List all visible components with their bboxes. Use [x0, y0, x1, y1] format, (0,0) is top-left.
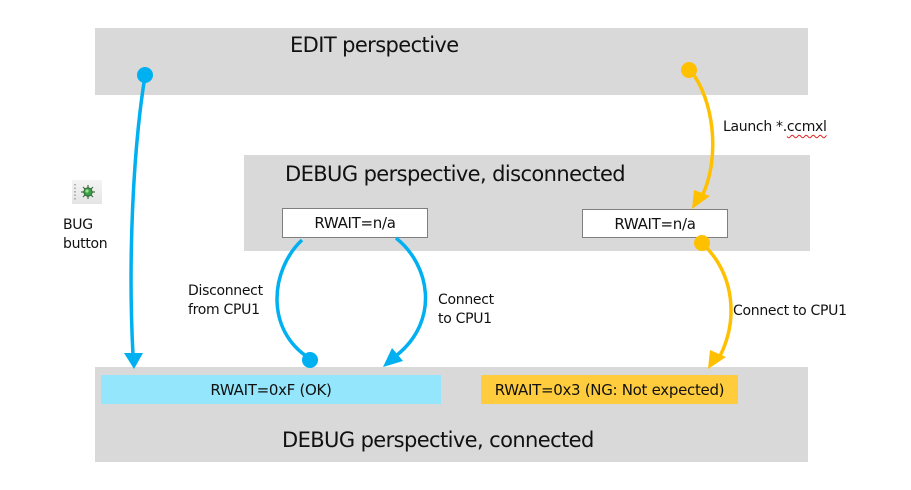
rwait-box-connected-ng: RWAIT=0x3 (NG: Not expected) [481, 375, 738, 404]
launch-flow-start-dot [681, 62, 697, 78]
disconnect-label: Disconnect from CPU1 [188, 282, 263, 320]
launch-flow-arrow [681, 62, 715, 209]
disconnect-label-line2: from CPU1 [188, 302, 260, 318]
connect-flow-arrowhead-left [383, 348, 403, 367]
connect-flow-arrowhead-right [708, 350, 726, 369]
connect-flow-right-start-dot [694, 235, 710, 251]
launch-ccmxl-label: Launch *.ccmxl [723, 118, 827, 137]
launch-label-extension: ccmxl [786, 119, 827, 135]
debug-disconnected-title: DEBUG perspective, disconnected [285, 162, 626, 186]
bug-button-flow-arrow [124, 67, 153, 369]
connect-label-right: Connect to CPU1 [733, 303, 847, 319]
rwait-box-connected-ok: RWAIT=0xF (OK) [101, 375, 441, 404]
edit-perspective-title: EDIT perspective [290, 33, 459, 57]
connect-label-left: Connect to CPU1 [438, 291, 494, 329]
launch-label-prefix: Launch *. [723, 119, 787, 135]
connect-label-left-line2: to CPU1 [438, 311, 492, 327]
bug-flow-arrowhead [124, 353, 143, 369]
debug-connected-title: DEBUG perspective, connected [282, 428, 594, 452]
bug-button-label-line2: button [63, 236, 108, 252]
connect-label-left-line1: Connect [438, 292, 494, 308]
rwait-box-disconnected-right: RWAIT=n/a [582, 209, 728, 238]
edit-perspective-panel [95, 28, 808, 95]
bug-icon [72, 180, 102, 204]
bug-button-label-line1: BUG [63, 217, 93, 233]
disconnect-label-line1: Disconnect [188, 283, 263, 299]
disconnect-flow-end-dot [302, 352, 318, 368]
bug-flow-start-dot [137, 67, 153, 83]
connect-flow-arrow-right [694, 235, 733, 369]
disconnect-flow-arrow [275, 238, 318, 368]
bug-button-label: BUG button [63, 216, 108, 254]
connect-flow-arrow-left [383, 236, 428, 367]
launch-flow-arrowhead [692, 190, 710, 209]
rwait-box-disconnected-left: RWAIT=n/a [282, 208, 428, 238]
